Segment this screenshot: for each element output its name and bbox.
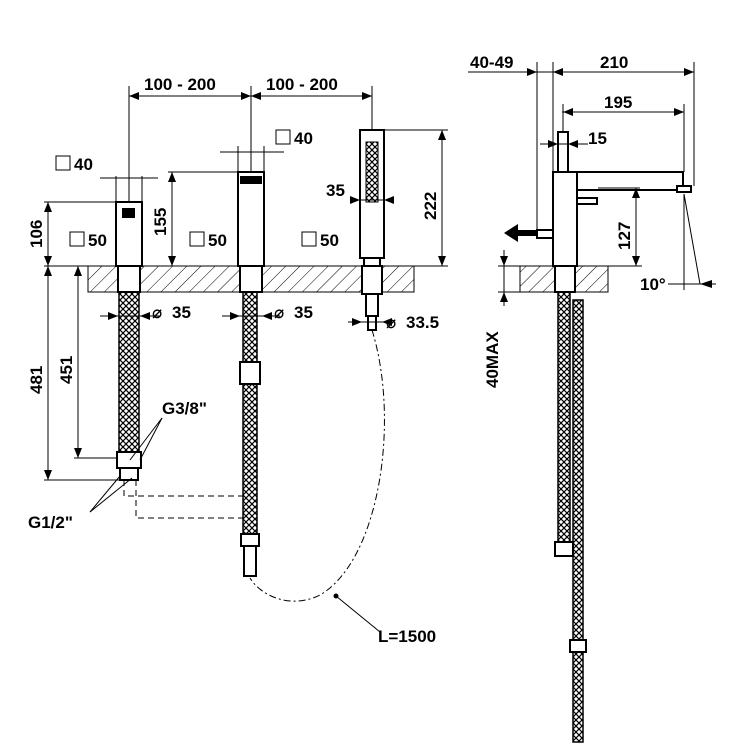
deck-max-lines	[498, 250, 540, 306]
side-view-body	[536, 131, 692, 293]
hand-shower	[359, 129, 385, 331]
label-hose-length: L=1500	[378, 627, 436, 646]
shower-hose-path	[249, 329, 385, 602]
label-dim-451: 451	[57, 356, 76, 384]
label-square-50-c: 50	[320, 231, 339, 250]
label-dia-33-5: 33.5	[406, 313, 439, 332]
square-40-left-lines	[100, 176, 158, 202]
label-dim-15: 15	[588, 129, 607, 148]
diameter-icon-b: ⌀	[274, 303, 284, 322]
label-dim-35-top: 35	[326, 181, 345, 200]
label-spacing-right: 100 - 200	[266, 75, 338, 94]
label-dim-481: 481	[27, 366, 46, 394]
angle-10-lines	[680, 280, 712, 288]
label-dim-106: 106	[27, 220, 46, 248]
dim-195-lines	[562, 104, 685, 172]
mixer-hose	[116, 291, 142, 481]
label-dim-127: 127	[615, 222, 634, 250]
spout-hose	[239, 291, 261, 577]
dim-40-49-210-lines	[468, 62, 695, 230]
label-thread-1-2: G1/2"	[28, 513, 73, 532]
label-dim-222: 222	[421, 192, 440, 220]
label-dim-195: 195	[604, 93, 632, 112]
dim-127-lines	[598, 187, 642, 267]
label-square-50-a: 50	[88, 231, 107, 250]
dim-481-451-lines	[44, 266, 120, 481]
thread-leader-lines	[89, 417, 163, 513]
angle-lines	[668, 193, 716, 290]
diameter-dim-lines	[100, 312, 392, 326]
dim-15-lines	[540, 140, 588, 148]
label-square-50-b: 50	[208, 231, 227, 250]
water-flow-arrow	[504, 224, 536, 242]
label-dim-40-49: 40-49	[470, 53, 513, 72]
diameter-icon-c: ⌀	[386, 313, 396, 332]
label-dia-35-a: 35	[172, 303, 191, 322]
dim-155-lines	[168, 171, 238, 266]
square-40-right-lines	[220, 146, 284, 172]
label-spacing-left: 100 - 200	[144, 75, 216, 94]
label-dim-155: 155	[151, 208, 170, 236]
square-symbols	[55, 129, 317, 247]
label-square-40-right: 40	[294, 129, 313, 148]
dim-106-lines	[44, 201, 116, 267]
spout-body	[237, 171, 265, 293]
label-angle-10: 10°	[640, 275, 666, 294]
label-dia-35-b: 35	[294, 303, 313, 322]
mixer-body	[115, 201, 143, 293]
label-deck-max: 40MAX	[483, 331, 502, 388]
spacing-dimension-lines	[128, 86, 373, 202]
connection-dashed-lines	[123, 480, 248, 519]
side-view-hoses	[554, 291, 587, 743]
dim-35-top-lines	[350, 196, 394, 204]
label-dim-210: 210	[600, 53, 628, 72]
hose-length-leader	[333, 593, 381, 633]
diameter-icon-a: ⌀	[152, 303, 162, 322]
label-thread-3-8: G3/8"	[162, 399, 207, 418]
label-square-40-left: 40	[74, 155, 93, 174]
dim-222-lines	[384, 129, 448, 267]
